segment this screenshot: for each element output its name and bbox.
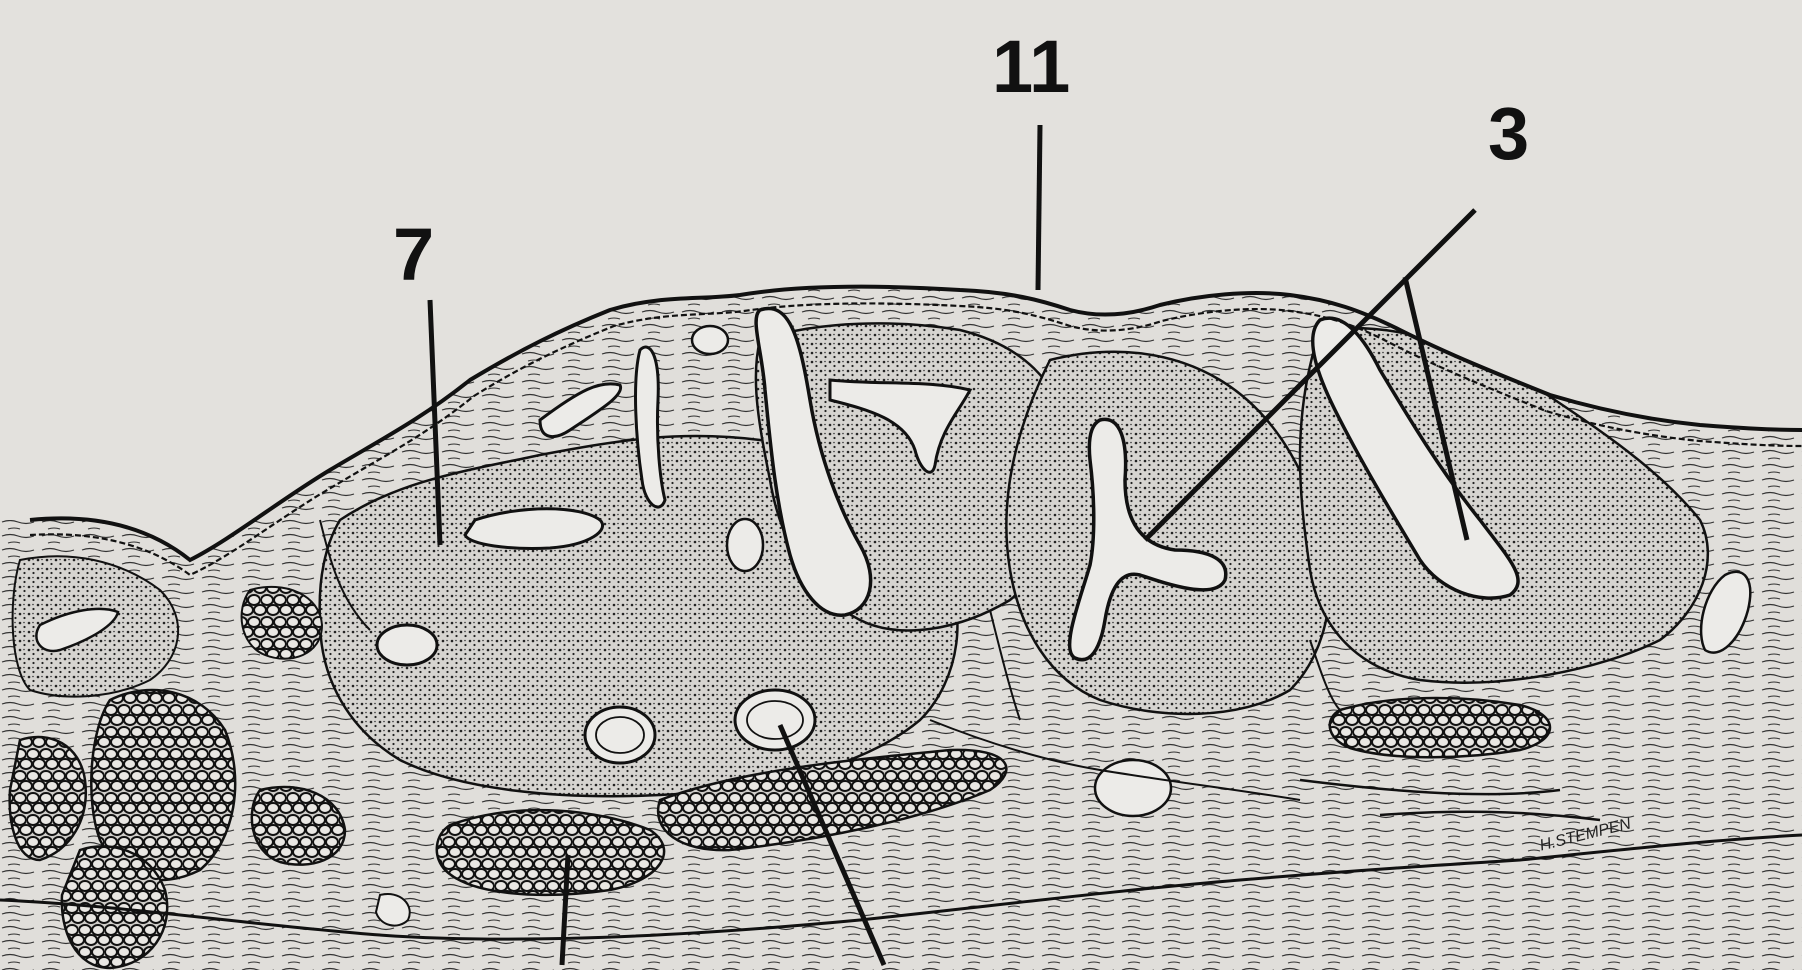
- leader-line-11: [1038, 125, 1040, 290]
- leader-line-bottom-left: [562, 855, 568, 965]
- leader-line-3b: [1405, 277, 1467, 540]
- leader-line-3a: [1145, 210, 1475, 540]
- label-3: 3: [1488, 97, 1529, 171]
- leader-line-bottom-right: [780, 725, 884, 965]
- leader-line-7: [430, 300, 440, 545]
- label-7: 7: [393, 218, 434, 292]
- label-11: 11: [992, 30, 1070, 104]
